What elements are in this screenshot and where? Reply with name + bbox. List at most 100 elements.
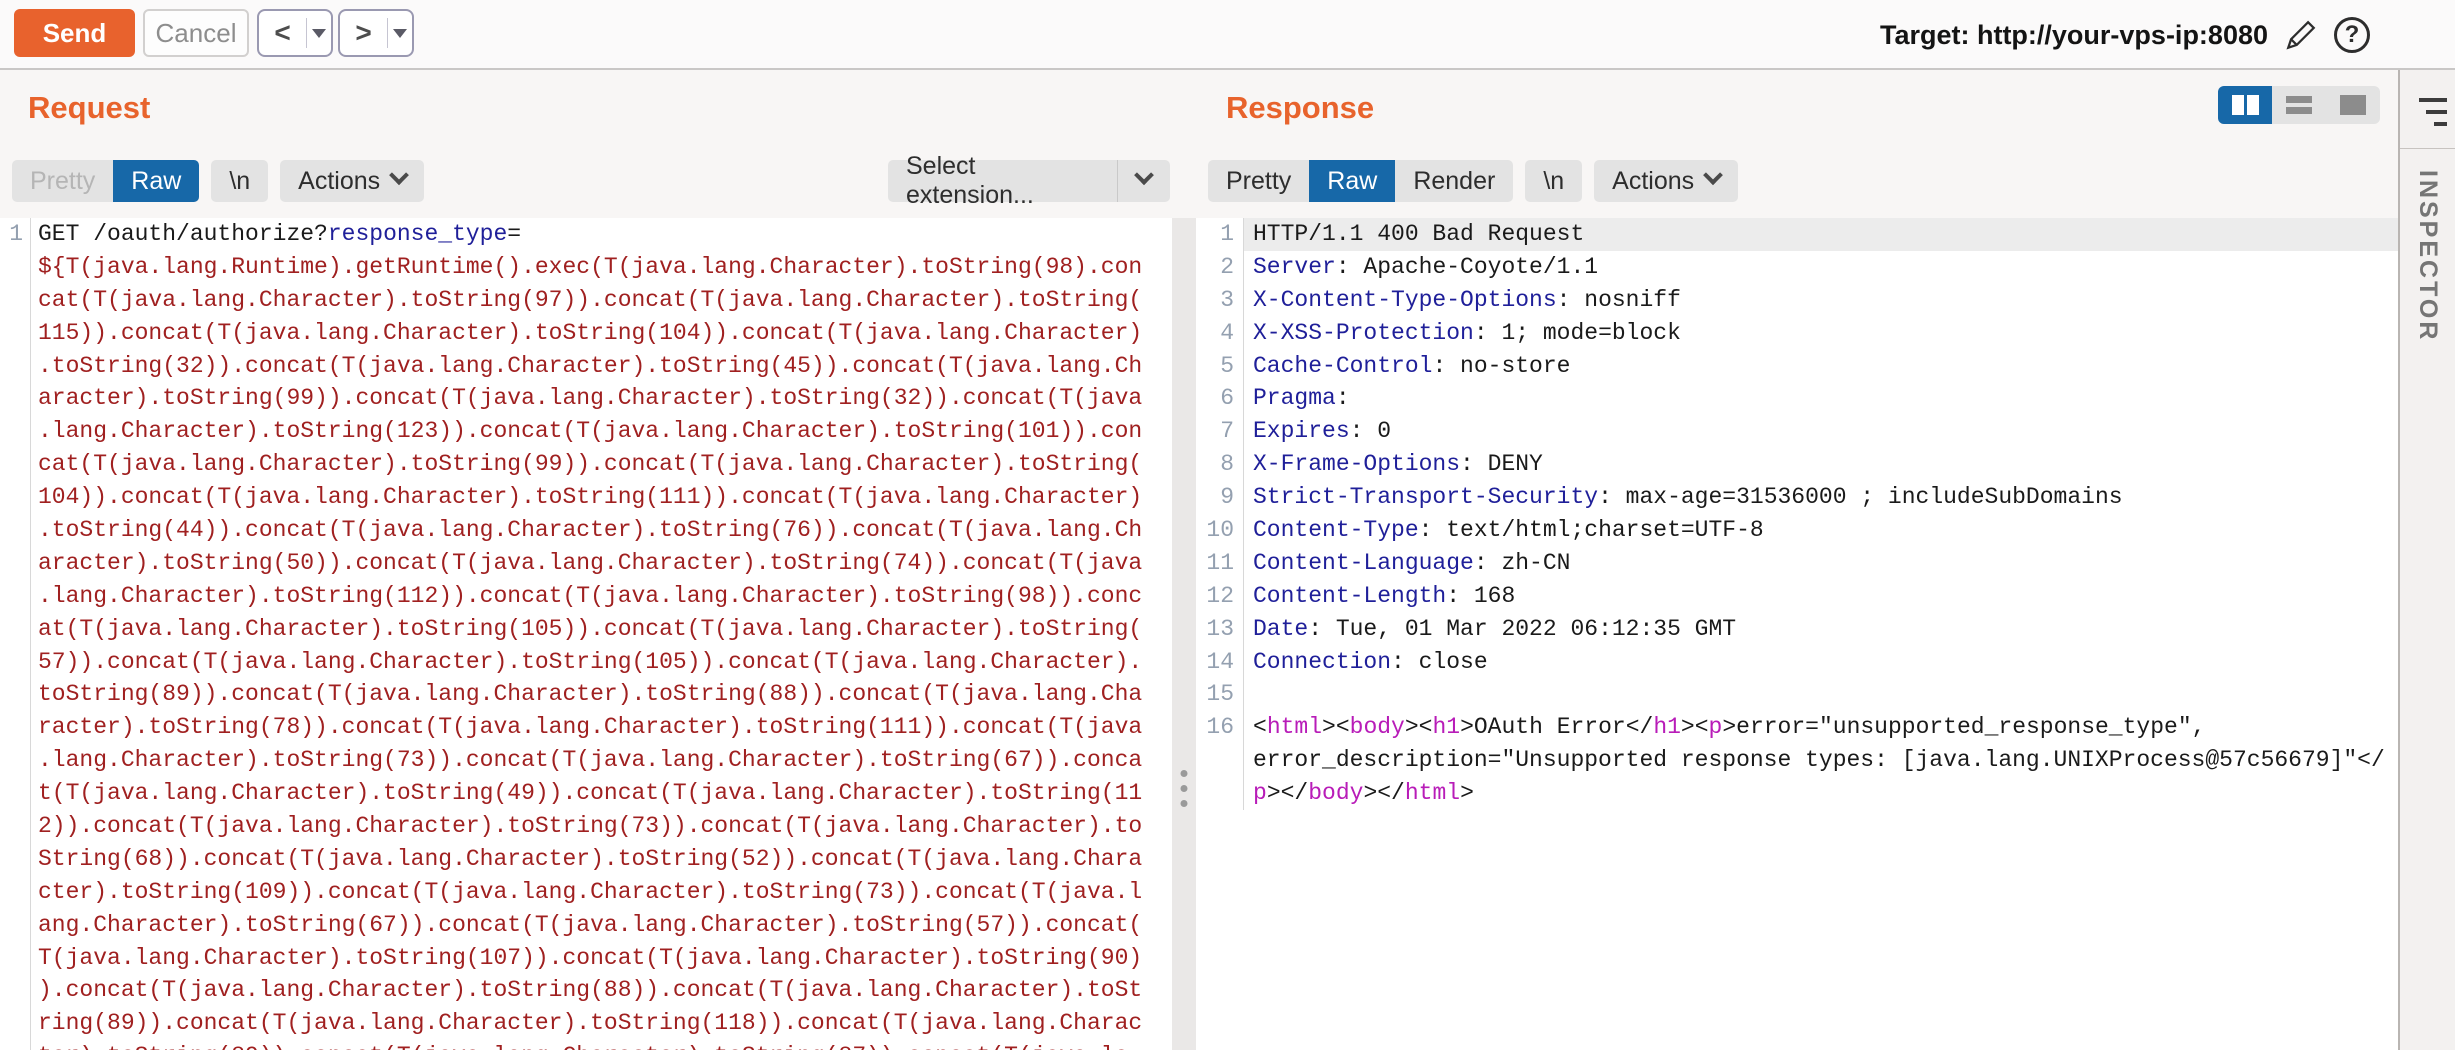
line-number <box>0 744 31 778</box>
code-line: cat(T(java.lang.Character).toString(99))… <box>0 448 1172 482</box>
top-toolbar: Send Cancel < > Target: http://your-vps-… <box>0 0 2455 70</box>
layout-rows-button[interactable] <box>2272 86 2326 124</box>
line-number: 4 <box>1196 316 1244 350</box>
line-number <box>0 514 31 547</box>
pencil-icon <box>2286 20 2316 50</box>
line-number: 14 <box>1196 645 1244 679</box>
line-number <box>0 678 31 712</box>
line-number <box>0 382 31 416</box>
line-number: 13 <box>1196 612 1244 646</box>
select-extension-label: Select extension... <box>906 152 1034 209</box>
code-line: .lang.Character).toString(112)).concat(T… <box>0 579 1172 613</box>
line-number <box>1196 777 1244 811</box>
request-tab-pretty[interactable]: Pretty <box>12 160 114 202</box>
single-pane-icon <box>2340 95 2366 115</box>
select-extension-caret[interactable] <box>1118 165 1170 186</box>
line-number: 9 <box>1196 481 1244 515</box>
cancel-button[interactable]: Cancel <box>143 9 249 57</box>
line-number <box>0 546 31 580</box>
line-number: 8 <box>1196 448 1244 482</box>
code-line: ter).toString(89)).concat(T(java.lang.Ch… <box>0 1040 1172 1050</box>
code-line: aracter).toString(50)).concat(T(java.lan… <box>0 546 1172 580</box>
request-tab-raw[interactable]: Raw <box>113 160 200 202</box>
divider <box>1117 160 1118 202</box>
code-line: cat(T(java.lang.Character).toString(97))… <box>0 283 1172 317</box>
line-number <box>0 974 31 1008</box>
help-button[interactable]: ? <box>2334 17 2370 53</box>
panel-resize-handle[interactable] <box>1172 218 1196 1050</box>
line-number <box>0 612 31 646</box>
line-number: 5 <box>1196 349 1244 383</box>
line-number <box>0 448 31 482</box>
line-number: 3 <box>1196 283 1244 317</box>
caret-down-icon <box>393 28 407 38</box>
code-line: p></body></html> <box>1196 777 2398 811</box>
layout-columns-button[interactable] <box>2218 86 2272 124</box>
line-number: 7 <box>1196 415 1244 449</box>
code-line: String(68)).concat(T(java.lang.Character… <box>0 842 1172 876</box>
forward-arrow-icon: > <box>355 17 372 48</box>
code-line: 115)).concat(T(java.lang.Character).toSt… <box>0 316 1172 350</box>
code-line: .lang.Character).toString(123)).concat(T… <box>0 415 1172 449</box>
back-dropdown-button[interactable] <box>307 28 331 38</box>
line-number <box>0 579 31 613</box>
code-line: aracter).toString(99)).concat(T(java.lan… <box>0 382 1172 416</box>
drag-dots-icon <box>1180 770 1188 807</box>
code-line: ring(89)).concat(T(java.lang.Character).… <box>0 1007 1172 1041</box>
code-line: 104)).concat(T(java.lang.Character).toSt… <box>0 481 1172 515</box>
code-line: .toString(32)).concat(T(java.lang.Charac… <box>0 349 1172 383</box>
response-tab-newline[interactable]: \n <box>1525 160 1583 202</box>
line-number <box>0 875 31 909</box>
inspector-sidebar-tab[interactable]: INSPECTOR <box>2398 70 2455 1050</box>
code-line: ${T(java.lang.Runtime).getRuntime().exec… <box>0 250 1172 284</box>
code-line: .lang.Character).toString(73)).concat(T(… <box>0 744 1172 778</box>
response-tab-pretty[interactable]: Pretty <box>1208 160 1310 202</box>
divider <box>387 18 388 48</box>
code-line: at(T(java.lang.Character).toString(105))… <box>0 612 1172 646</box>
back-arrow-icon: < <box>274 17 291 48</box>
code-line: cter).toString(109)).concat(T(java.lang.… <box>0 875 1172 909</box>
send-button[interactable]: Send <box>14 9 135 57</box>
response-tab-render[interactable]: Render <box>1395 160 1514 202</box>
line-number <box>0 645 31 679</box>
question-mark-icon: ? <box>2334 17 2370 53</box>
request-actions-button[interactable]: Actions <box>280 160 425 202</box>
code-line: error_description="Unsupported response … <box>1196 744 2398 778</box>
request-tab-newline[interactable]: \n <box>211 160 269 202</box>
code-line: ang.Character).toString(67)).concat(T(ja… <box>0 908 1172 942</box>
columns-layout-icon <box>2231 95 2259 115</box>
line-number: 15 <box>1196 678 1244 712</box>
response-view-tabs: Pretty Raw Render <box>1208 160 1514 202</box>
select-extension-dropdown[interactable]: Select extension... <box>888 152 1170 209</box>
line-number: 11 <box>1196 546 1244 580</box>
layout-single-button[interactable] <box>2326 86 2380 124</box>
caret-down-icon <box>312 28 326 38</box>
chevron-down-icon <box>389 165 410 186</box>
filter-lines-icon <box>2419 98 2447 126</box>
response-tab-raw[interactable]: Raw <box>1309 160 1396 202</box>
code-line: T(java.lang.Character).toString(107)).co… <box>0 941 1172 975</box>
request-view-tabs: Pretty Raw <box>12 160 200 202</box>
forward-dropdown-button[interactable] <box>388 28 412 38</box>
actions-label: Actions <box>1612 166 1695 195</box>
edit-target-button[interactable] <box>2284 18 2318 52</box>
response-actions-button[interactable]: Actions <box>1594 160 1739 202</box>
code-line: .toString(44)).concat(T(java.lang.Charac… <box>0 514 1172 547</box>
code-line: toString(89)).concat(T(java.lang.Charact… <box>0 678 1172 712</box>
code-line: 16<html><body><h1>OAuth Error</h1><p>err… <box>1196 711 2398 745</box>
history-forward-button[interactable]: > <box>338 9 414 57</box>
chevron-down-icon <box>1703 165 1724 186</box>
history-back-button[interactable]: < <box>257 9 333 57</box>
line-number: 10 <box>1196 514 1244 547</box>
